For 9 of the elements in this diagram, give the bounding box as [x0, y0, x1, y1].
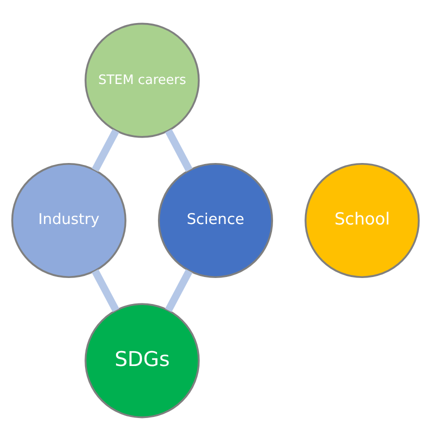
node-circle: Science	[158, 162, 274, 278]
connector	[165, 268, 192, 312]
node-circle: Industry	[11, 162, 126, 278]
connector	[92, 128, 120, 172]
node-circle: School	[304, 162, 420, 278]
node-circle: STEM careers	[84, 22, 200, 138]
node-circle: SDGs	[84, 302, 200, 418]
connector	[165, 128, 193, 172]
connector	[92, 268, 120, 312]
